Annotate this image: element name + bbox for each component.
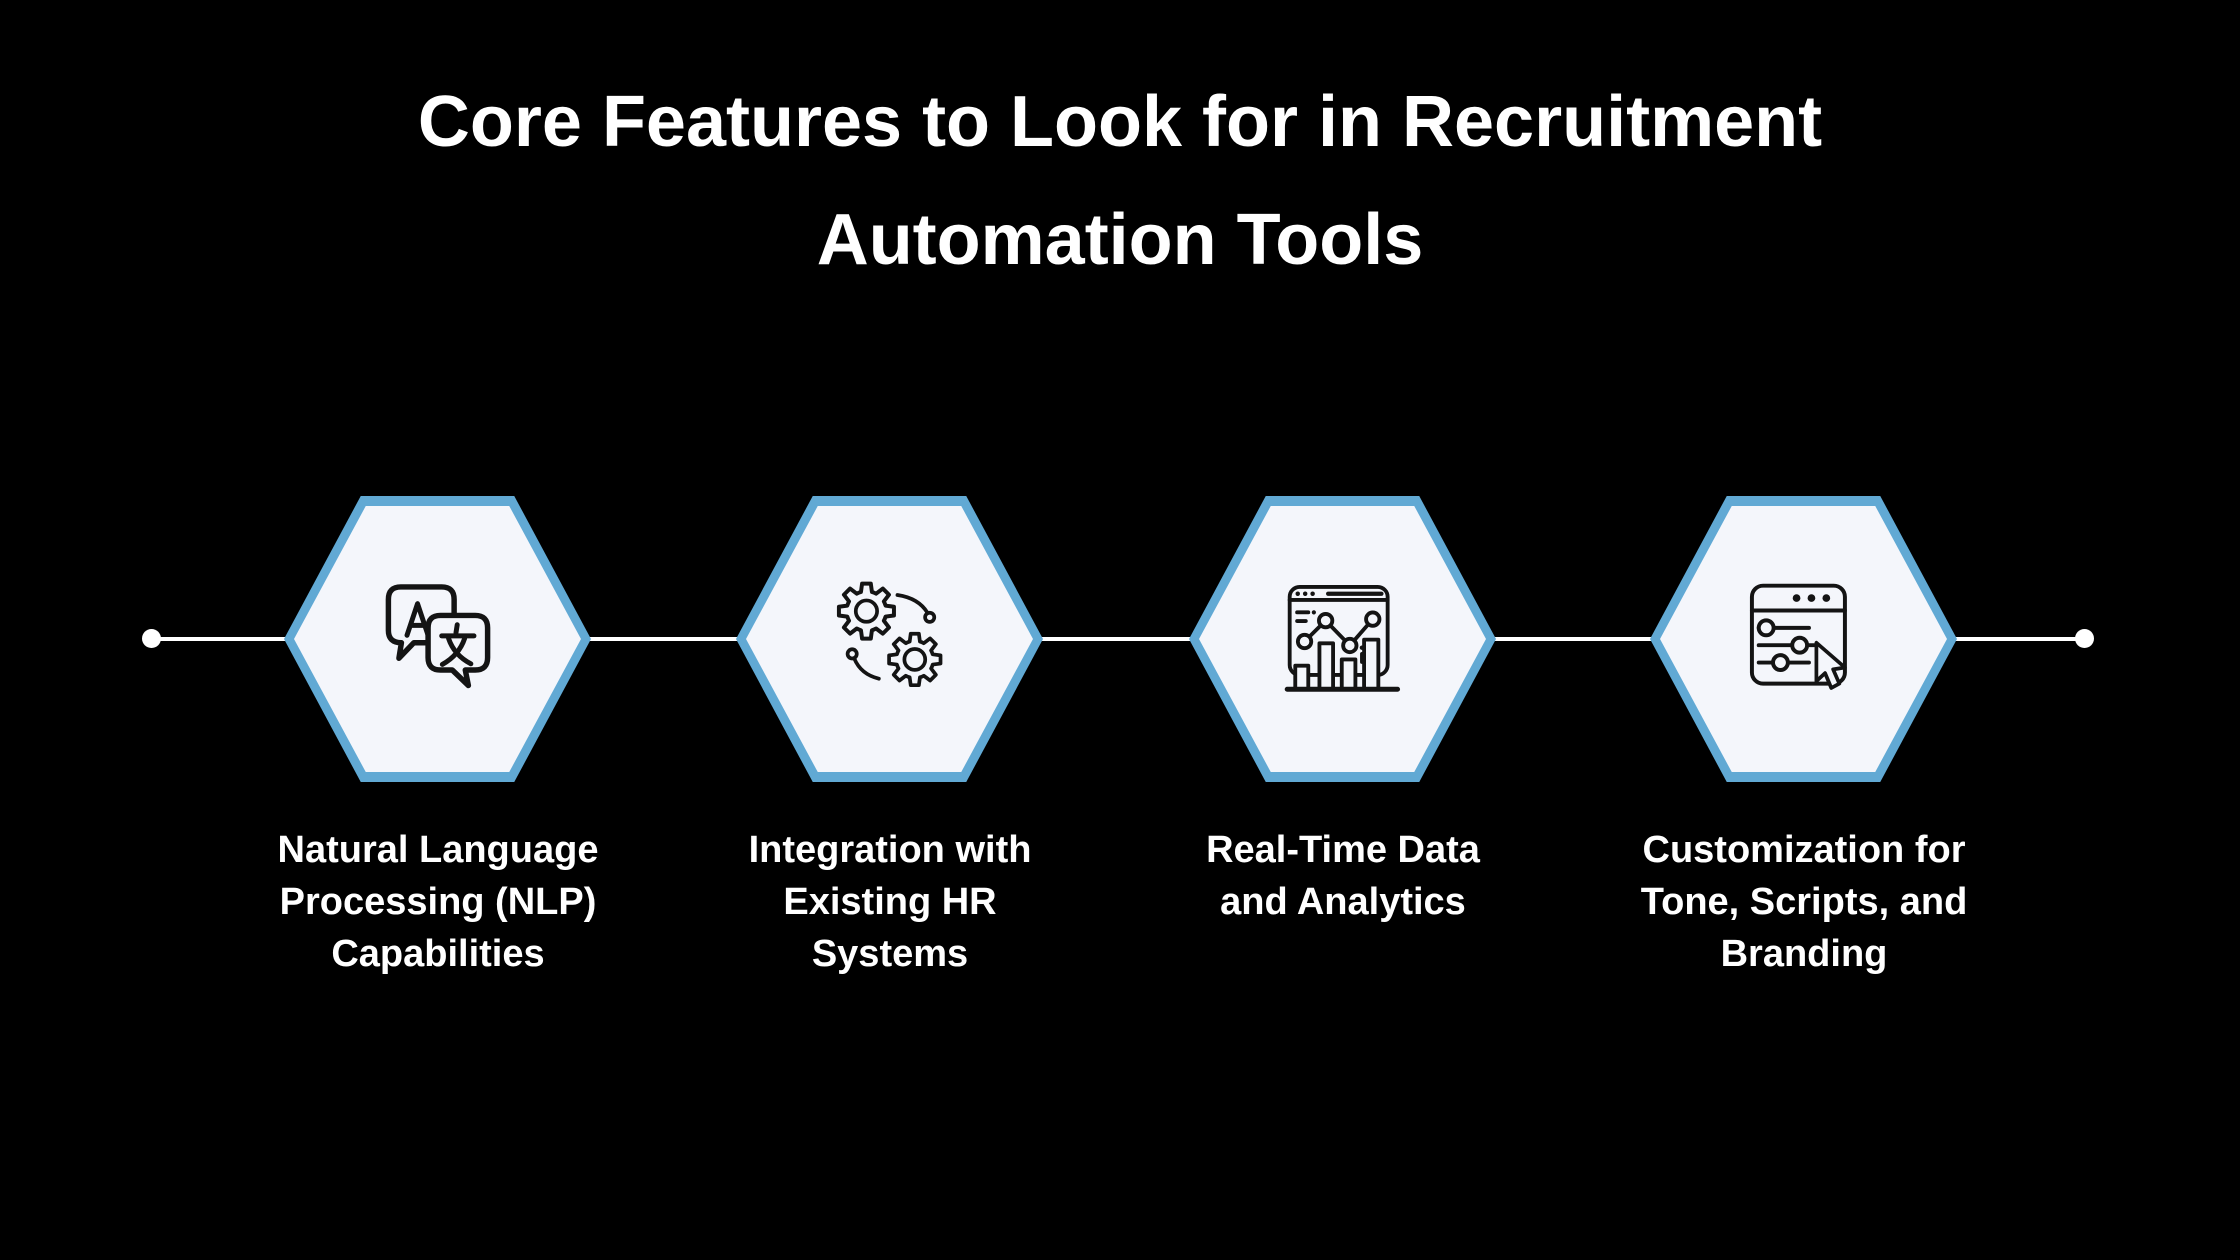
page-title: Core Features to Look for in Recruitment… [0, 63, 2240, 299]
timeline-start-dot [142, 629, 161, 648]
timeline-end-dot [2075, 629, 2094, 648]
feature-hexagon-nlp [284, 496, 591, 782]
feature-label-integration: Integration with Existing HR Systems [670, 824, 1110, 980]
feature-label-line: Customization for [1642, 829, 1966, 871]
feature-label-line: Systems [811, 933, 969, 975]
feature-label-line: Processing (NLP) [279, 881, 597, 923]
translate-chat-icon [385, 584, 490, 689]
feature-label-line: Branding [1720, 933, 1888, 975]
hexagon-fill [746, 506, 1033, 772]
feature-hexagon-analytics [1189, 496, 1496, 782]
feature-label-line: Integration with [748, 829, 1032, 871]
feature-label-nlp: Natural Language Processing (NLP) Capabi… [218, 824, 658, 980]
feature-label-line: Existing HR [783, 881, 997, 923]
feature-hexagon-integration [736, 496, 1043, 782]
feature-label-line: Real-Time Data [1206, 829, 1480, 871]
feature-label-line: and Analytics [1220, 881, 1466, 923]
page-title-line1: Core Features to Look for in Recruitment [417, 82, 1823, 162]
hexagon-fill [294, 506, 581, 772]
feature-hexagon-customization [1650, 496, 1957, 782]
page-title-line2: Automation Tools [816, 200, 1424, 280]
timeline-connector-line [152, 637, 2084, 641]
analytics-dashboard-icon [1284, 584, 1400, 692]
feature-label-analytics: Real-Time Data and Analytics [1123, 824, 1563, 928]
feature-label-line: Tone, Scripts, and [1640, 881, 1968, 923]
gears-sync-icon [836, 581, 942, 688]
hexagon-fill [1660, 506, 1947, 772]
sliders-cursor-icon [1749, 583, 1847, 690]
hexagon-fill [1199, 506, 1486, 772]
feature-label-line: Capabilities [331, 933, 545, 975]
feature-label-customization: Customization for Tone, Scripts, and Bra… [1584, 824, 2024, 980]
feature-label-line: Natural Language [277, 829, 599, 871]
